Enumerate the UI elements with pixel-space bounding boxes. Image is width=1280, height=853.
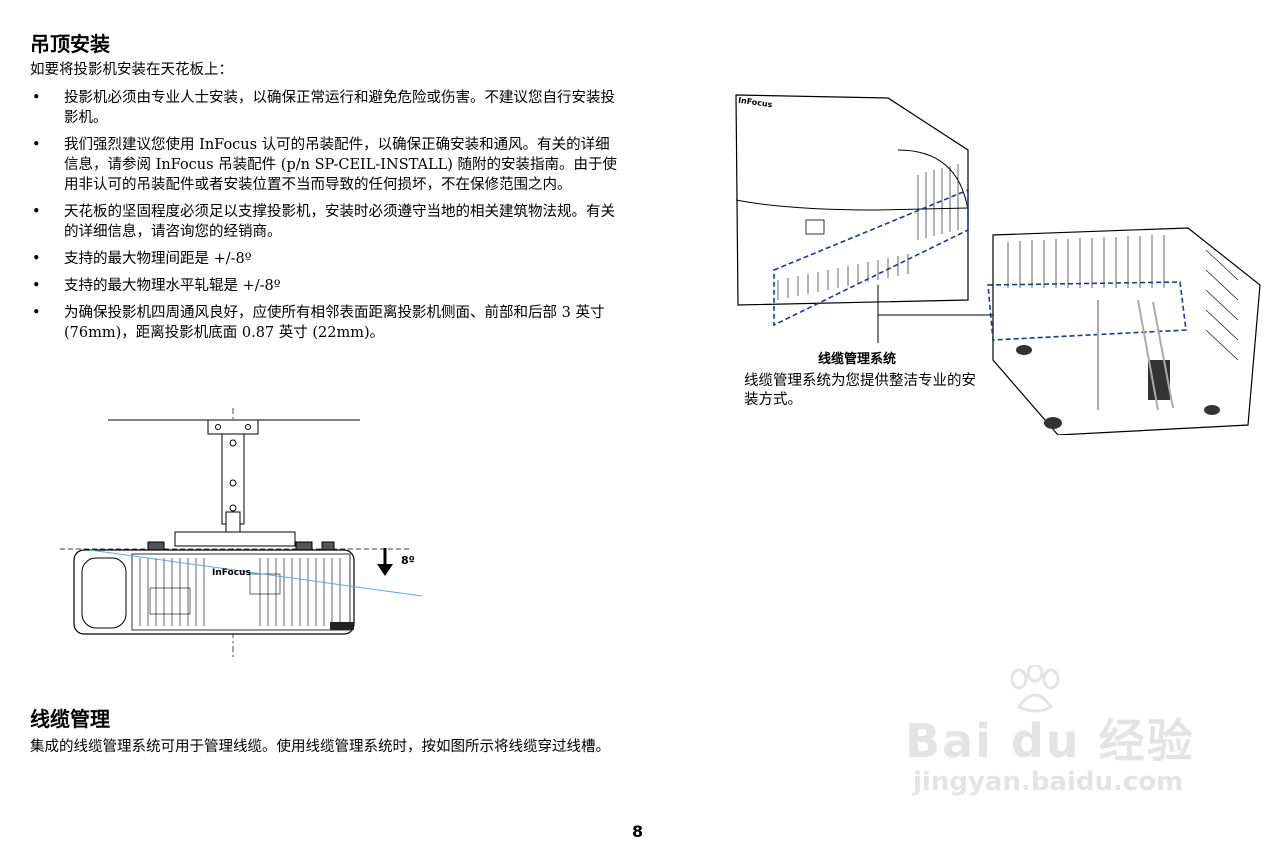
angle-label: 8º [401, 554, 415, 567]
list-item-text: 为确保投影机四周通风良好，应使所有相邻表面距离投影机侧面、前部和后部 3 英寸 … [64, 305, 605, 341]
list-item-text: 天花板的坚固程度必须足以支撑投影机，安装时必须遵守当地的相关建筑物法规。有关的详… [64, 204, 615, 240]
figure-caption-title: 线缆管理系统 [818, 352, 897, 367]
list-item-text: 支持的最大物理水平轧辊是 +/-8º [64, 278, 281, 294]
list-item: • 为确保投影机四周通风良好，应使所有相邻表面距离投影机侧面、前部和后部 3 英寸… [30, 303, 620, 343]
bullet-symbol: • [32, 204, 41, 220]
list-item: • 支持的最大物理间距是 +/-8º [30, 249, 620, 269]
section-body: 集成的线缆管理系统可用于管理线缆。使用线缆管理系统时，按如图所示将线缆穿过线槽。 [30, 739, 610, 755]
figure-caption-text: 线缆管理系统为您提供整洁专业的安装方式。 [744, 373, 976, 408]
watermark-logo-text: Bai du 经验 [905, 714, 1195, 768]
section-intro: 如要将投影机安装在天花板上： [30, 62, 233, 78]
ceiling-mount-illustration [60, 408, 423, 658]
list-item: • 天花板的坚固程度必须足以支撑投影机，安装时必须遵守当地的相关建筑物法规。有关的… [30, 202, 620, 242]
section-heading-ceiling-mount: 吊顶安装 [30, 32, 110, 56]
page-number: 8 [632, 822, 644, 841]
paw-logo-icon [1010, 665, 1060, 713]
baidu-watermark: Bai du 经验 jingyan.baidu.com [905, 665, 1205, 805]
bullet-symbol: • [32, 251, 41, 267]
bullet-list: • 投影机必须由专业人士安装，以确保正常运行和避免危险或伤害。不建议您自行安装投影… [30, 88, 620, 350]
list-item: • 我们强烈建议您使用 InFocus 认可的吊装配件，以确保正确安装和通风。有关… [30, 135, 620, 195]
section-heading-cable-management: 线缆管理 [30, 707, 110, 731]
bullet-symbol: • [32, 90, 41, 106]
list-item-text: 支持的最大物理间距是 +/-8º [64, 251, 252, 267]
list-item-text: 投影机必须由专业人士安装，以确保正常运行和避免危险或伤害。不建议您自行安装投影机… [64, 90, 615, 126]
list-item: • 支持的最大物理水平轧辊是 +/-8º [30, 276, 620, 296]
bullet-symbol: • [32, 137, 41, 153]
list-item-text: 我们强烈建议您使用 InFocus 认可的吊装配件，以确保正确安装和通风。有关的… [64, 137, 618, 193]
cable-management-illustration [735, 94, 1261, 435]
watermark-url: jingyan.baidu.com [913, 767, 1184, 797]
brand-label: InFocus [212, 568, 251, 578]
list-item: • 投影机必须由专业人士安装，以确保正常运行和避免危险或伤害。不建议您自行安装投影… [30, 88, 620, 128]
bullet-symbol: • [32, 278, 41, 294]
bullet-symbol: • [32, 305, 41, 321]
